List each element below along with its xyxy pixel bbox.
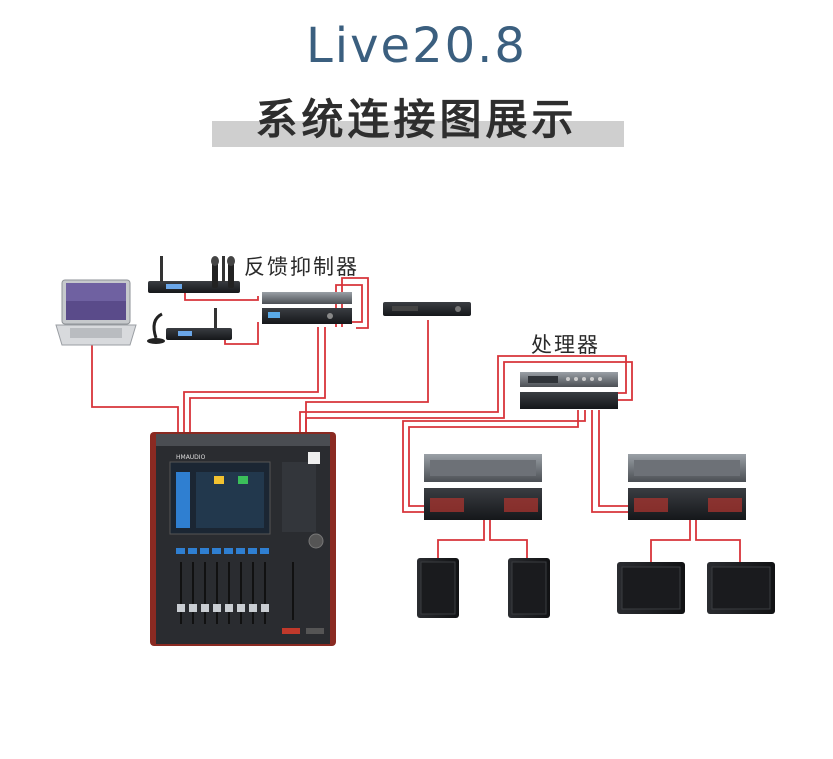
feedback-suppressor-icon (262, 292, 352, 324)
channel-select-button (176, 548, 185, 554)
cable-laptop-mixer (91, 345, 179, 432)
media-player-icon (383, 302, 471, 316)
fader-track (264, 562, 266, 624)
laptop-icon (55, 279, 137, 346)
channel-select-button (236, 548, 245, 554)
power-amplifier-2-icon (628, 454, 746, 520)
fader-cap (261, 604, 269, 612)
fader-track (180, 562, 182, 624)
cable-player-mixer (305, 320, 429, 432)
processor-label: 处理器 (531, 333, 600, 357)
subwoofer-2-icon (707, 562, 775, 614)
gooseneck-mic-receiver-icon (147, 308, 232, 344)
feedback-suppressor-label: 反馈抑制器 (244, 255, 359, 279)
cable-proc-amp2-b (598, 410, 632, 507)
channel-select-button (188, 548, 197, 554)
title-underline-bar (212, 121, 624, 147)
cable-amp1-spk2 (489, 518, 528, 558)
fader-cap (201, 604, 209, 612)
digital-mixer-icon: HMAUDIO (150, 432, 336, 646)
fader-track (204, 562, 206, 624)
mixer-brand-text: HMAUDIO (176, 454, 206, 461)
cable-proc-amp2-a (591, 410, 632, 513)
page-title: Live20.8 (306, 18, 527, 74)
audio-processor-icon (520, 372, 618, 409)
fader-cap (189, 604, 197, 612)
fader-track (228, 562, 230, 624)
cable-amp2-spk4 (695, 518, 741, 562)
cable-mixer-processor-a (299, 355, 627, 432)
cable-suppressor-mixer-b (189, 327, 326, 432)
fader-cap (225, 604, 233, 612)
channel-select-button (212, 548, 221, 554)
fader-track (252, 562, 254, 624)
channel-select-button (248, 548, 257, 554)
fader-cap (177, 604, 185, 612)
cable-mic1-suppressor (184, 293, 259, 301)
fader-cap (237, 604, 245, 612)
speaker-2-icon (508, 558, 550, 618)
cable-proc-amp1-a (402, 410, 586, 513)
channel-select-button (260, 548, 269, 554)
cable-suppressor-mixer-a (183, 327, 319, 432)
fader-cap (249, 604, 257, 612)
channel-select-button (224, 548, 233, 554)
speaker-1-icon (417, 558, 459, 618)
channel-select-button (200, 548, 209, 554)
cable-amp1-spk1 (437, 518, 485, 558)
master-fader-track (292, 562, 294, 620)
wireless-mic-receiver-icon (148, 256, 240, 293)
fader-track (216, 562, 218, 624)
cable-amp2-spk3 (650, 518, 691, 562)
fader-cap (213, 604, 221, 612)
cable-mixer-processor-b (305, 361, 633, 432)
subwoofer-1-icon (617, 562, 685, 614)
fader-track (240, 562, 242, 624)
page-subtitle: 系统连接图展示 (255, 95, 578, 144)
cables (91, 277, 741, 562)
power-amplifier-1-icon (424, 454, 542, 520)
fader-track (192, 562, 194, 624)
cable-proc-amp1-b (408, 410, 579, 507)
